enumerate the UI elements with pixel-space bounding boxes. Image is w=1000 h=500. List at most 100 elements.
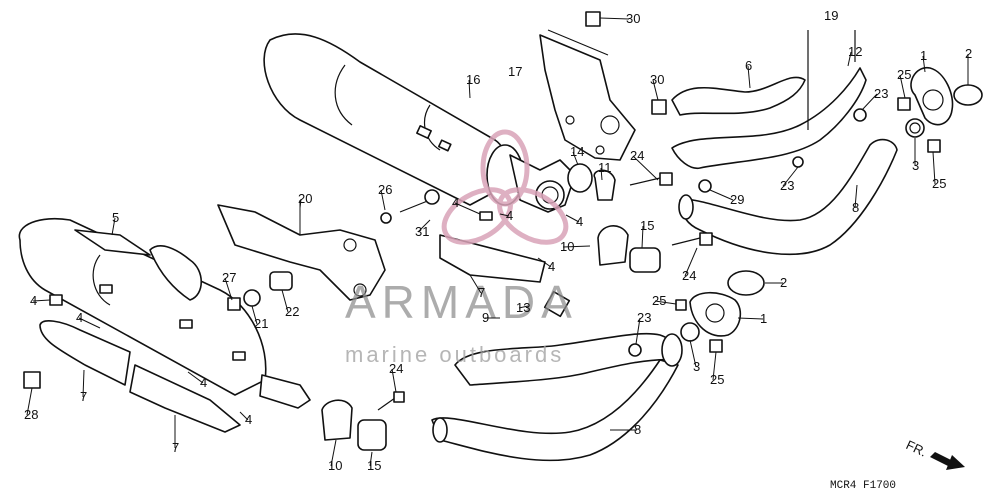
part-callout-c4b: 4 [506,208,513,223]
part-callout-c24c: 24 [389,361,403,376]
part-callout-c7b: 7 [80,389,87,404]
leader-line-c23a [861,93,878,111]
leader-line-c20 [299,198,302,209]
leader-line-c4a [454,202,481,215]
part-callout-c30a: 30 [626,11,640,26]
diagram-code: MCR4 F1700 [830,480,896,492]
lower-left-pipes [431,332,683,462]
part-callout-c23c: 23 [637,310,651,325]
part-callout-c10a: 10 [560,239,574,254]
part-callout-c21: 21 [254,316,268,331]
part-callout-c25a: 25 [897,67,911,82]
part-callout-c4g: 4 [200,375,207,390]
part-callout-c8b: 8 [634,422,641,437]
leader-line-c6 [747,65,751,89]
lower-muffler [18,217,311,409]
leader-line-c16 [468,79,471,99]
part-callout-c3a: 3 [912,158,919,173]
leader-line-c28 [26,387,33,416]
part-callout-c30b: 30 [650,72,664,87]
leader-line-c4f [78,317,101,329]
part-callout-c17: 17 [508,64,522,79]
leader-line-c25d [712,351,717,381]
leader-line-c24c [391,368,397,393]
leader-line-c31 [417,219,431,233]
part-callout-c24b: 24 [682,268,696,283]
leader-line-c10b [330,439,337,467]
part-callout-c19: 19 [824,8,838,23]
heat-shields [39,234,546,433]
part-callout-c13: 13 [516,300,530,315]
leader-line-c24a [632,155,659,181]
leader-line-c5 [111,217,116,236]
leader-line-c10a [562,245,591,248]
leader-line-c12 [847,51,852,67]
clamps-and-collars [321,163,661,451]
leader-line-c15a [641,225,644,249]
watermark-brand: ARMADA [345,276,578,328]
part-callout-c4a: 4 [452,195,459,210]
leader-line-c4d [537,257,552,268]
leader-line-c7a [469,274,482,294]
leader-line-c4b [499,213,510,217]
part-callout-c1a: 1 [920,48,927,63]
part-callout-c12: 12 [848,44,862,59]
fasteners [23,11,867,411]
part-callout-c7c: 7 [172,440,179,455]
leader-line-c26 [380,189,386,211]
part-callout-c31: 31 [415,224,429,239]
part-callout-c4f: 4 [76,310,83,325]
part-callout-c10b: 10 [328,458,342,473]
leader-line-c4h [239,411,249,421]
part-callout-c23b: 23 [780,178,794,193]
part-callout-c8a: 8 [852,200,859,215]
watermark-tagline: marine outboards [345,342,564,367]
logo-petal [497,187,569,245]
part-callout-c16: 16 [466,72,480,87]
lower-flange-set [675,270,765,353]
armada-logo-icon [441,129,569,245]
leader-line-c29 [709,189,734,201]
leader-line-c3b [689,339,697,368]
part-callout-c22: 22 [285,304,299,319]
leader-line-c13 [518,305,529,309]
upper-flange-set [897,67,983,153]
leader-line-c25a [899,74,906,99]
leader-line-c25c [654,300,677,305]
leader-line-c4c [565,214,580,223]
part-callout-c4c: 4 [576,214,583,229]
leader-line-c23c [635,317,641,345]
leader-line-c8a [854,184,858,209]
part-callout-c23a: 23 [874,86,888,101]
leader-line-c4e [32,299,51,302]
part-callout-c27: 27 [222,270,236,285]
part-callout-c29: 29 [730,192,744,207]
front-direction-arrow [930,452,965,470]
leader-line-c4g [187,371,204,384]
part-callout-c26: 26 [378,182,392,197]
part-callout-c7a: 7 [478,285,485,300]
leader-line-c25b [932,151,936,185]
part-callout-c4e: 4 [30,293,37,308]
part-callout-c9: 9 [482,310,489,325]
leader-line-c24b [684,247,698,277]
part-callout-c24a: 24 [630,148,644,163]
leader-line-c7b [82,369,85,398]
leader-line-c30b [652,79,659,101]
leader-line-c30a [599,17,630,20]
part-callout-c25b: 25 [932,176,946,191]
part-callout-c15b: 15 [367,458,381,473]
part-callout-c28: 28 [24,407,38,422]
leader-line-c23b [782,166,799,187]
logo-petal [441,187,513,245]
lower-right-pipe [678,138,898,256]
part-callout-c2a: 2 [965,46,972,61]
part-callout-c20: 20 [298,191,312,206]
watermark: ARMADA marine outboards [345,129,578,367]
leader-line-c27 [224,277,233,301]
part-callout-c14: 14 [570,144,584,159]
part-callout-c11: 11 [598,160,612,175]
part-callout-c3b: 3 [693,359,700,374]
